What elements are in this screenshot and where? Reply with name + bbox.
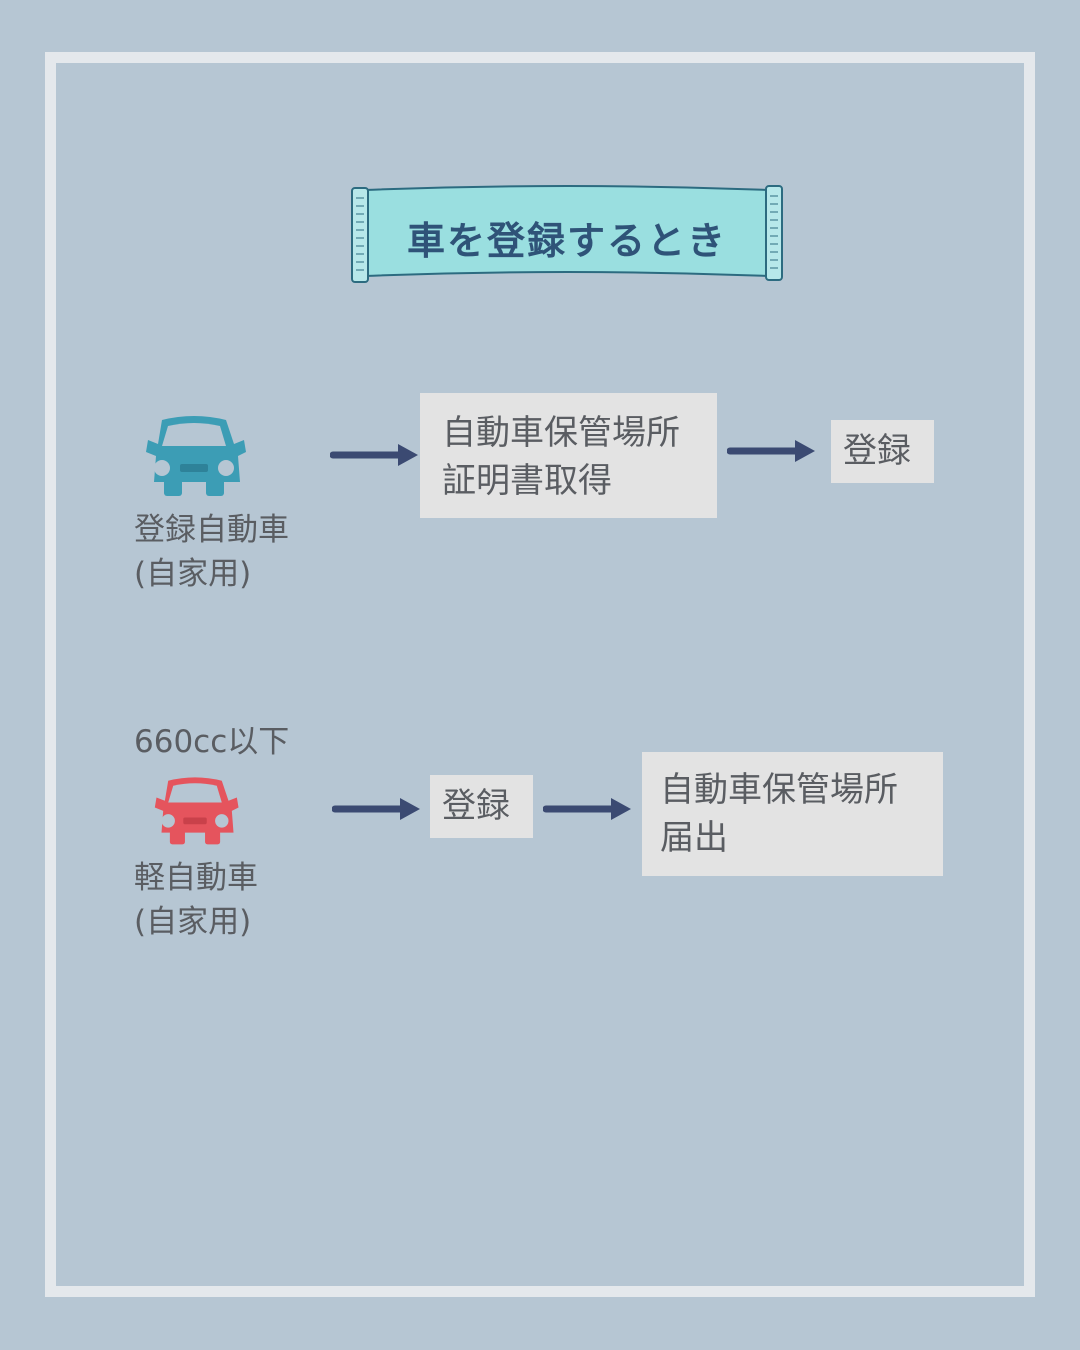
arrow-right-icon: [727, 440, 815, 462]
kei-car-label-line1: 軽自動車: [134, 860, 258, 896]
parking-notification-line2: 届出: [660, 818, 728, 858]
kei-car-label: 軽自動車 (自家用): [134, 856, 258, 944]
arrow-right-icon: [330, 444, 418, 466]
kei-registration-step: 登録: [430, 775, 533, 838]
registration-step: 登録: [831, 420, 934, 483]
ribbon-icon: [351, 185, 783, 283]
car-front-icon: [154, 777, 239, 845]
car-front-icon: [146, 416, 246, 496]
arrow-right-icon: [543, 798, 631, 820]
parking-notification-line1: 自動車保管場所: [660, 770, 898, 810]
registered-car-label-line1: 登録自動車: [134, 512, 289, 548]
parking-certificate-step: 自動車保管場所 証明書取得: [420, 393, 717, 518]
title-banner: 車を登録するとき: [350, 184, 784, 284]
registered-car-label: 登録自動車 (自家用): [134, 508, 289, 596]
parking-certificate-line2: 証明書取得: [442, 461, 612, 501]
content-frame: [45, 52, 1035, 1297]
parking-certificate-line1: 自動車保管場所: [442, 413, 680, 453]
parking-notification-step: 自動車保管場所 届出: [642, 752, 943, 876]
page-title: 車を登録するとき: [406, 219, 727, 263]
engine-size-note: 660cc以下: [134, 724, 290, 760]
registered-car-label-line2: (自家用): [134, 556, 252, 592]
arrow-right-icon: [332, 798, 420, 820]
kei-car-label-line2: (自家用): [134, 904, 252, 940]
